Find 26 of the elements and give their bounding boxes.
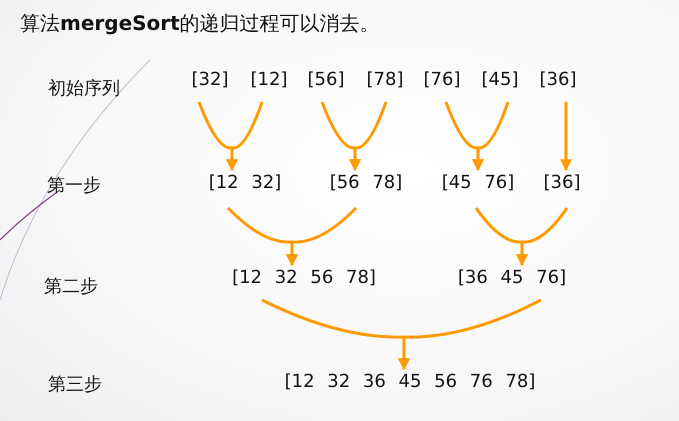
sequence-text: [76] xyxy=(424,68,460,92)
sequence-text: [36] xyxy=(544,171,580,195)
sequence-text: [12 32 36 45 56 76 78] xyxy=(284,370,536,394)
row-label: 第一步 xyxy=(47,174,101,197)
sequence-text: [36] xyxy=(540,68,576,92)
merge-arrow xyxy=(472,102,510,172)
merge-arrow xyxy=(349,101,388,172)
sequence-text: [32] xyxy=(192,68,228,92)
sequence-text: [45] xyxy=(482,68,518,92)
merge-arrow xyxy=(286,206,358,266)
sequence-text: [12 32] xyxy=(208,171,282,195)
sequence-text: [78] xyxy=(366,68,404,92)
title: 算法mergeSort的递归过程可以消去。 xyxy=(20,10,380,37)
merge-arrow xyxy=(226,102,264,172)
row-label: 第二步 xyxy=(44,275,98,298)
merge-arrow xyxy=(560,102,572,172)
sequence-text: [12 32 56 78] xyxy=(232,266,376,290)
merge-arrow xyxy=(398,298,542,370)
merge-arrow xyxy=(516,207,568,266)
sequence-text: [36 45 76] xyxy=(458,266,566,290)
row-label: 初始序列 xyxy=(48,77,120,100)
sequence-text: [56 78] xyxy=(330,171,402,195)
sequence-text: [45 76] xyxy=(442,171,514,195)
sequence-text: [56] xyxy=(308,68,344,92)
sequence-text: [12] xyxy=(250,68,288,92)
row-label: 第三步 xyxy=(48,373,102,396)
